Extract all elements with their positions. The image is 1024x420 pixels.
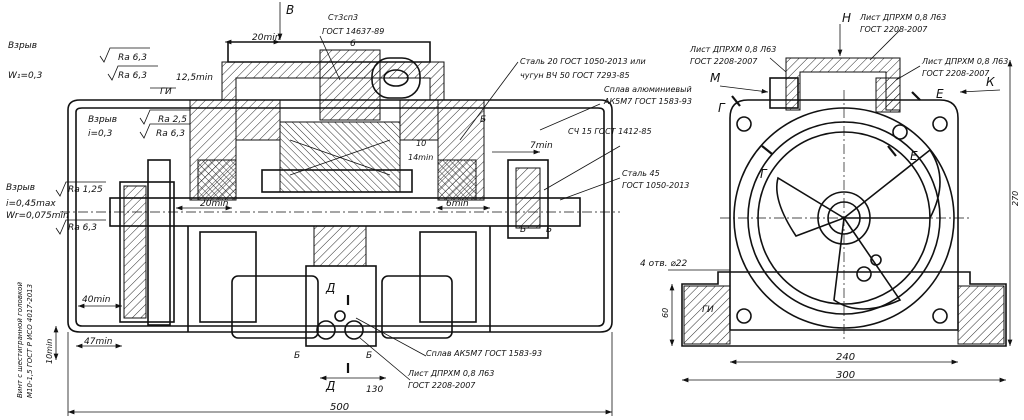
side-section-view xyxy=(60,41,620,373)
dim-500: 500 xyxy=(330,402,349,413)
mark-e-1: Е xyxy=(936,87,944,101)
dim-10: 10 xyxy=(416,139,426,148)
mark-b-4: Б xyxy=(294,351,300,361)
label-ak5m7: АК5М7 ГОСТ 1583-93 xyxy=(603,97,692,106)
label-gost2208-1: ГОСТ 2208-2007 xyxy=(690,57,758,66)
dim-130: 130 xyxy=(366,385,383,395)
label-list-3: Лист ДПРХМ 0,8 Л63 xyxy=(921,57,1008,66)
mark-g-2: Г xyxy=(760,167,768,181)
dim-300: 300 xyxy=(836,370,855,381)
label-steel20: Сталь 20 ГОСТ 1050-2013 или xyxy=(520,57,646,66)
dim-12-5min: 12,5min xyxy=(176,73,213,83)
mark-d-bottom: Д xyxy=(325,379,335,393)
note-wr: Wr=0,075min xyxy=(6,211,69,221)
label-steel45: Сталь 45 xyxy=(622,169,660,178)
label-st3sp3: Ст3сп3 xyxy=(328,13,358,22)
mark-b-5: Б xyxy=(366,351,372,361)
dim-40min: 40min xyxy=(82,295,111,305)
ra-63-d: Ra 6,3 xyxy=(68,223,97,233)
dim-60: 60 xyxy=(661,308,670,318)
label-gi-left: ГИ xyxy=(160,87,172,97)
ra-63-c: Ra 6,3 xyxy=(156,129,185,139)
end-view xyxy=(681,57,1007,347)
dim-47min: 47min xyxy=(84,337,113,347)
label-gost2208-3: ГОСТ 2208-2007 xyxy=(922,69,990,78)
note-vint: Винт с шестигранной головкой xyxy=(16,282,24,398)
label-gost14637: ГОСТ 14637-89 xyxy=(322,27,384,36)
label-sch15: СЧ 15 ГОСТ 1412-85 xyxy=(568,127,652,136)
dim-7min: 7min xyxy=(530,141,553,151)
mark-b-1: Б xyxy=(480,115,486,125)
ra-63-b: Ra 6,3 xyxy=(118,71,147,81)
label-splav-ak: Сплав АК5М7 ГОСТ 1583-93 xyxy=(426,349,542,358)
label-gost2208-2: ГОСТ 2208-2007 xyxy=(860,25,928,34)
label-holes: 4 отв. ⌀22 xyxy=(640,259,688,269)
mark-m: М xyxy=(710,71,721,85)
label-splav: Сплав алюминиевый xyxy=(604,85,692,94)
label-list-bottom: Лист ДПРХМ 0,8 Л63 xyxy=(407,369,494,378)
ra-125: Ra 1,25 xyxy=(68,185,103,195)
dim-20min-top: 20min xyxy=(252,33,281,43)
note-vzryv-3: Взрыв xyxy=(6,183,35,193)
note-vint-2: М10-1,5 ГОСТ Р ИСО 4017-2013 xyxy=(26,284,34,398)
label-list-1: Лист ДПРХМ 0,8 Л63 xyxy=(689,45,776,54)
note-i045: i=0,45max xyxy=(6,199,56,209)
label-chugun: чугун ВЧ 50 ГОСТ 7293-85 xyxy=(520,71,630,80)
dim-20min-shaft: 20min xyxy=(200,199,229,209)
ra-63-a: Ra 6,3 xyxy=(118,53,147,63)
mark-b-3: Б xyxy=(546,225,552,235)
label-list-2: Лист ДПРХМ 0,8 Л63 xyxy=(859,13,946,22)
dim-240: 240 xyxy=(836,352,855,363)
dim-6: 6 xyxy=(350,39,356,49)
dim-270: 270 xyxy=(1011,191,1020,206)
label-gost1050: ГОСТ 1050-2013 xyxy=(622,181,689,190)
dim-10min: 10min xyxy=(45,339,54,364)
note-vzryv-2: Взрыв xyxy=(88,115,117,125)
dim-14min: 14min xyxy=(408,153,433,162)
mark-k: К xyxy=(986,75,995,89)
note-vzryv-1: Взрыв xyxy=(8,41,37,51)
mark-b-2: Б xyxy=(520,225,526,235)
mark-g-1: Г xyxy=(718,101,726,115)
dimensions xyxy=(53,2,1013,416)
note-i03: i=0,3 xyxy=(88,129,113,139)
mark-n: Н xyxy=(842,11,851,25)
dim-6min: 6min xyxy=(446,199,469,209)
mark-e-2: Е xyxy=(910,149,918,163)
label-gost2208-bottom: ГОСТ 2208-2007 xyxy=(408,381,476,390)
labels: В Ст3сп3 ГОСТ 14637-89 20min 6 Взрыв W₁=… xyxy=(6,3,1020,413)
label-gi-right: ГИ xyxy=(702,305,714,315)
note-w1: W₁=0,3 xyxy=(8,71,43,81)
label-b: В xyxy=(286,3,294,17)
mark-d-top: Д xyxy=(325,281,335,295)
ra-25: Ra 2,5 xyxy=(158,115,187,125)
